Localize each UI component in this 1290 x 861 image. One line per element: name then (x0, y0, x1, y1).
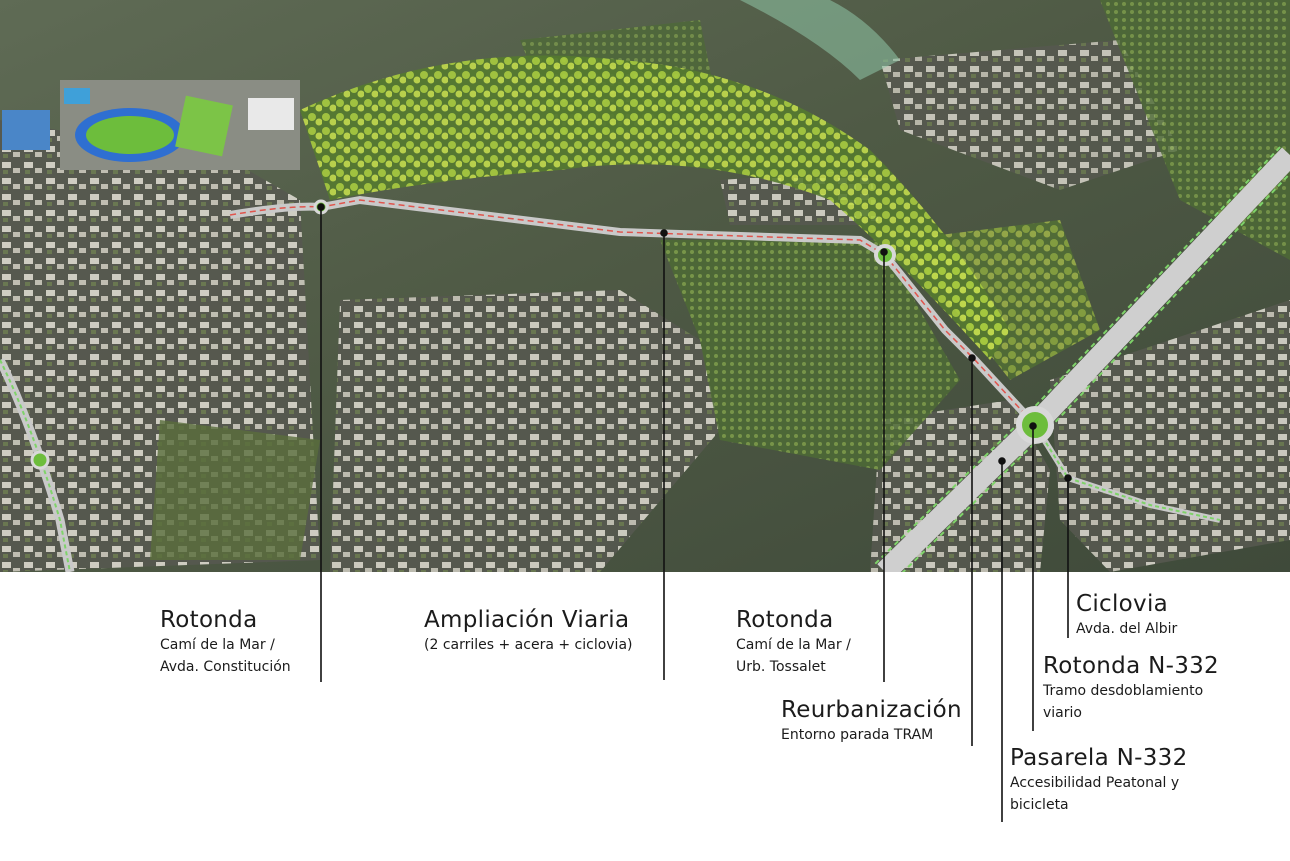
callout-title: Ampliación Viaria (424, 607, 630, 633)
callout-subtitle: Camí de la Mar / (160, 637, 275, 653)
callout-subtitle: viario (1043, 705, 1082, 721)
callout-subtitle: bicicleta (1010, 797, 1069, 813)
callout-subtitle: Accesibilidad Peatonal y (1010, 775, 1180, 791)
callout-pasarela-n332: Pasarela N-332 Accesibilidad Peatonal y … (1010, 744, 1188, 816)
callout-title: Ciclovia (1076, 591, 1169, 617)
callout-rotonda-constitucion: Rotonda Camí de la Mar / Avda. Constituc… (160, 606, 291, 678)
callout-subtitle: Camí de la Mar / (736, 637, 851, 653)
callout-subtitle: Urb. Tossalet (736, 659, 826, 675)
sports-complex (2, 80, 300, 170)
callout-subtitle: Entorno parada TRAM (781, 727, 934, 743)
callout-title: Rotonda (736, 607, 834, 633)
callout-subtitle: Avda. del Albir (1076, 621, 1178, 637)
vegetation-corridor (300, 0, 1100, 380)
aerial-map (0, 0, 1290, 572)
callout-subtitle: (2 carriles + acera + ciclovia) (424, 637, 633, 653)
avenue-constitucion (0, 357, 75, 572)
callout-title: Reurbanización (781, 697, 962, 723)
callout-subtitle: Tramo desdoblamiento (1043, 683, 1204, 699)
callout-reurbanizacion: Reurbanización Entorno parada TRAM (781, 696, 962, 746)
callout-title: Rotonda (160, 607, 258, 633)
callout-rotonda-tossalet: Rotonda Camí de la Mar / Urb. Tossalet (736, 606, 851, 678)
callout-title: Pasarela N-332 (1010, 745, 1188, 771)
callout-ciclovia: Ciclovia Avda. del Albir (1076, 590, 1177, 640)
callout-title: Rotonda N-332 (1043, 653, 1219, 679)
callout-subtitle: Avda. Constitución (160, 659, 291, 675)
callout-rotonda-n332: Rotonda N-332 Tramo desdoblamiento viari… (1043, 652, 1219, 724)
callout-ampliacion-viaria: Ampliación Viaria (2 carriles + acera + … (424, 606, 633, 656)
